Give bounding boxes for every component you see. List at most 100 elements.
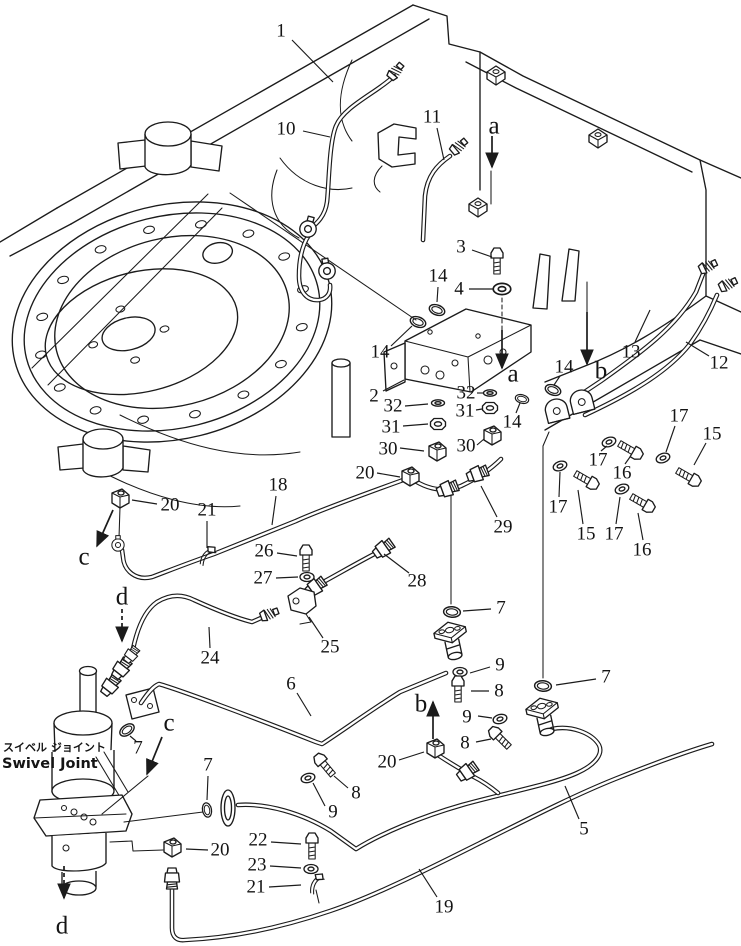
hydraulic-tubes [119, 73, 720, 943]
part-number-label: 14 [503, 412, 523, 433]
leader-line [475, 738, 492, 743]
part-number-label: 17 [670, 406, 689, 427]
leader-line [475, 408, 483, 411]
ring-bolt-hole [57, 275, 70, 285]
part-number-label: 21 [198, 500, 217, 521]
ring-bolt-hole [36, 312, 49, 322]
leader-line [129, 735, 137, 742]
view-letter-label: d [116, 584, 129, 611]
part-number-label: 32 [457, 383, 476, 404]
leader-line [471, 249, 493, 258]
leader-line [333, 775, 349, 789]
leader-line [206, 775, 209, 801]
part-number-label: 31 [382, 417, 401, 438]
leader-line [399, 447, 425, 452]
part-number-label: 21 [247, 877, 266, 898]
part-number-label: 9 [462, 707, 472, 728]
leader-line [476, 438, 485, 446]
view-letter-label: c [78, 544, 89, 571]
leader-line [436, 286, 439, 303]
part-number-label: 20 [161, 495, 180, 516]
view-letter-label: c [163, 710, 174, 737]
leader-line [291, 39, 334, 83]
part-number-label: 9 [495, 655, 505, 676]
ring-bolt-hole [242, 229, 255, 238]
part-number-label: 30 [379, 439, 398, 460]
leader-line [296, 692, 312, 717]
part-number-label: 19 [435, 897, 454, 918]
oval-flange-elbow [220, 789, 236, 827]
leader-line [208, 626, 211, 649]
ring-bolt-hole [189, 410, 201, 419]
part-number-label: 7 [601, 667, 611, 688]
part-number-label: 7 [133, 738, 143, 759]
leader-line [665, 425, 676, 453]
part-number-label: 14 [555, 357, 575, 378]
leader-line [302, 130, 331, 138]
ring-bolt-hole [274, 359, 287, 369]
wing-post-top [117, 121, 223, 176]
view-letter-label: b [415, 691, 428, 718]
part-number-label: 6 [286, 674, 296, 695]
view-letter-label: d [56, 913, 69, 940]
swivel-joint-assembly [33, 665, 160, 896]
valve-manifold-block [383, 308, 532, 393]
ring-bolt-hole [137, 415, 150, 424]
part-number-label: 7 [203, 755, 213, 776]
ring-bolt-holes [35, 220, 309, 424]
part-number-label: 20 [211, 840, 230, 861]
leader-line [555, 678, 597, 686]
leader-line [558, 471, 561, 498]
part-number-label: 3 [456, 237, 466, 258]
leader-line [276, 552, 298, 557]
part-number-label: 8 [494, 681, 504, 702]
part-number-label: 29 [494, 517, 513, 538]
part-number-label: 17 [589, 450, 608, 471]
caption-japanese: スイベル ジョイント [3, 741, 106, 754]
part-number-label: 20 [356, 463, 375, 484]
part-number-label: 15 [703, 424, 722, 445]
part-number-label: 8 [460, 733, 470, 754]
leader-line [480, 485, 498, 518]
part-number-label: 27 [254, 568, 273, 589]
part-number-label: 20 [378, 752, 397, 773]
part-number-label: 24 [201, 648, 221, 669]
part-number-label: 32 [384, 396, 403, 417]
leader-line [418, 868, 438, 898]
part-number-label: 8 [351, 783, 361, 804]
ring-bolt-hole [53, 383, 66, 392]
part-number-label: 5 [579, 819, 589, 840]
part-number-label: 13 [622, 342, 641, 363]
leader-line [462, 608, 492, 612]
leader-line [600, 445, 608, 452]
wing-post-bottom [57, 428, 151, 478]
leader-line [615, 496, 621, 525]
leader-line [382, 379, 405, 392]
part-number-label: 16 [633, 540, 652, 561]
part-number-label: 1 [276, 21, 286, 42]
fittings-and-hardware [97, 60, 740, 896]
ring-bolt-hole [295, 322, 308, 332]
elbow-block-25 [287, 587, 317, 625]
part-number-label: 14 [429, 266, 449, 287]
leader-line [390, 325, 413, 347]
leader-line [436, 127, 445, 161]
leader-line [553, 375, 561, 386]
part-number-label: 17 [549, 497, 568, 518]
leader-line [693, 442, 707, 466]
ring-bolt-hole [278, 252, 291, 261]
view-letter-label: a [507, 361, 518, 388]
leader-line [275, 576, 299, 579]
leader-line [577, 489, 584, 525]
leader-line [185, 848, 209, 851]
ring-bolt-hole [194, 220, 207, 229]
leader-line [469, 666, 491, 674]
part-number-label: 4 [454, 279, 464, 300]
view-direction-arrow [146, 736, 163, 776]
leader-line [308, 616, 324, 639]
view-letter-label: a [488, 113, 499, 140]
part-number-label: 14 [371, 342, 391, 363]
part-number-label: 31 [456, 401, 475, 422]
